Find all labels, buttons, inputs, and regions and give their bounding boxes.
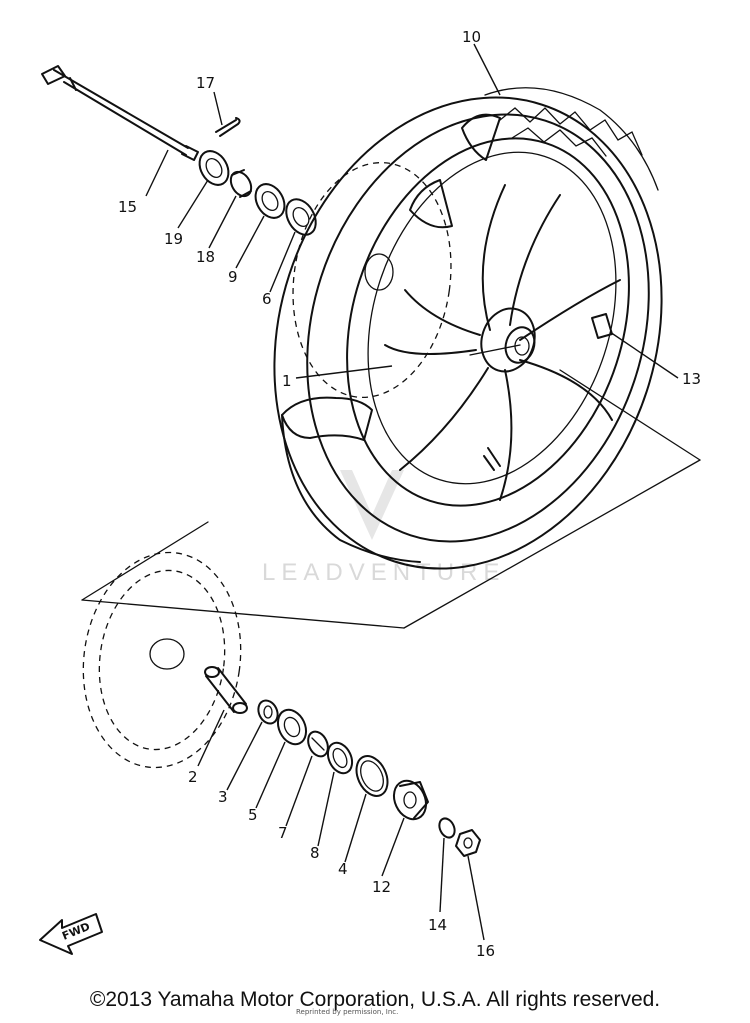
callout-14: 15: [118, 198, 137, 216]
copyright-notice: ©2013 Yamaha Motor Corporation, U.S.A. A…: [89, 988, 661, 1011]
callouts: 10 17 15 19 18 9 6 1 13 2 3 5 7 8 4 12 1…: [118, 28, 701, 960]
callout-15: 14: [428, 916, 447, 934]
cast-wheel-and-tire: [273, 87, 663, 570]
callout-1: 1: [282, 372, 292, 390]
cotter-pin: [215, 117, 241, 137]
front-axle: [41, 65, 199, 161]
brake-disc: [82, 551, 242, 769]
leader-lines: [145, 43, 679, 941]
upper-hardware: [198, 150, 317, 236]
callout-19: 19: [164, 230, 183, 248]
fwd-label: FWD: [60, 920, 92, 943]
callout-5: 5: [248, 806, 258, 824]
callout-10: 10: [462, 28, 481, 46]
callout-17: 17: [196, 74, 215, 92]
callout-7: 7: [278, 824, 288, 842]
callout-9: 9: [228, 268, 238, 286]
watermark-text: LEADVENTURE: [262, 559, 505, 586]
callout-8: 8: [310, 844, 320, 862]
callout-12: 12: [372, 878, 391, 896]
callout-6: 6: [262, 290, 272, 308]
callout-16: 16: [476, 942, 495, 960]
callout-18: 18: [196, 248, 215, 266]
watermark: LEADVENTURE: [262, 470, 505, 586]
callout-2: 2: [188, 768, 198, 786]
callout-13: 13: [682, 370, 701, 388]
reprint-note: Reprinted by permission, Inc.: [296, 1008, 399, 1016]
explosion-guides: [81, 344, 701, 629]
fwd-arrow-icon: FWD: [39, 913, 103, 955]
lower-hardware: [204, 666, 481, 857]
callout-3: 3: [218, 788, 228, 806]
callout-4: 4: [338, 860, 348, 878]
